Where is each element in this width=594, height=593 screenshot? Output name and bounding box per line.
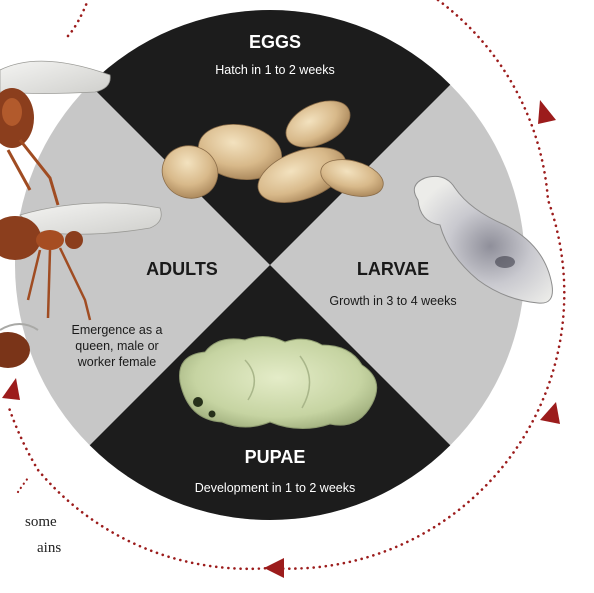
cycle-arrowhead — [264, 558, 284, 578]
ant-wing — [0, 61, 110, 93]
cycle-arrowhead — [2, 378, 20, 400]
eggs-description: Hatch in 1 to 2 weeks — [215, 63, 335, 77]
larvae-title: LARVAE — [357, 259, 429, 279]
cycle-dotted-path — [68, 0, 88, 36]
cycle-dotted-path — [18, 478, 28, 492]
cut-text-line: ains — [37, 540, 61, 556]
pupae-title: PUPAE — [245, 447, 306, 467]
adults-description-line: Emergence as a — [71, 323, 162, 337]
pupa-illustration — [180, 336, 377, 428]
cycle-arrowhead — [540, 402, 560, 424]
cut-text-line: some — [25, 514, 57, 530]
eggs-title: EGGS — [249, 32, 301, 52]
pupae-description: Development in 1 to 2 weeks — [195, 481, 356, 495]
adults-description-line: queen, male or — [75, 339, 158, 353]
adults-description-line: worker female — [77, 355, 157, 369]
cycle-arrowhead — [538, 100, 556, 124]
adults-title: ADULTS — [146, 259, 218, 279]
larvae-description: Growth in 3 to 4 weeks — [329, 294, 456, 308]
